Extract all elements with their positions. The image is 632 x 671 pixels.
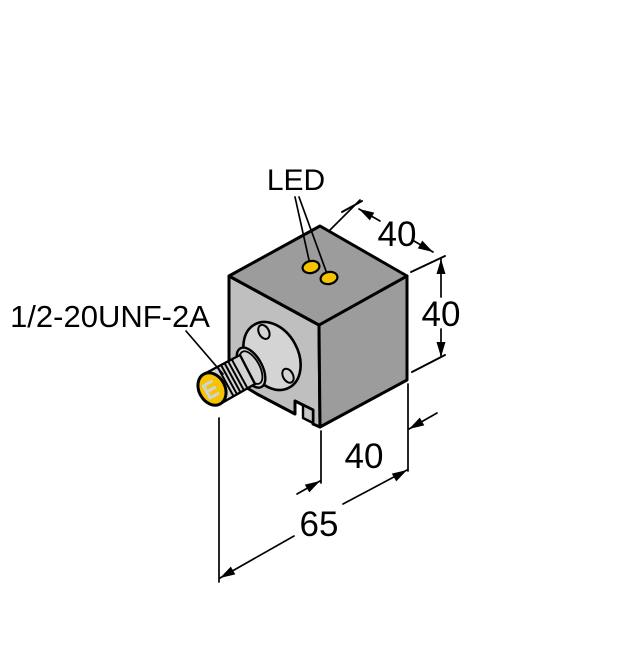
dimension-value: 40 — [345, 437, 384, 476]
dimension-value: 40 — [378, 215, 417, 254]
mounting-notch — [301, 403, 315, 425]
body-top-face — [227, 224, 409, 327]
dimension-arrowhead — [391, 470, 407, 482]
leader-lines — [185, 196, 327, 375]
dimension-value: 65 — [300, 505, 339, 544]
led-indicators — [301, 259, 339, 286]
pin-slot — [201, 384, 212, 400]
dimension-overall-length: 65 — [218, 417, 408, 583]
dimension-arrowhead — [220, 566, 236, 578]
dimension-tick — [341, 200, 363, 213]
thread-spec-label: 1/2-20UNF-2A — [10, 299, 210, 334]
led-leader-line — [294, 196, 310, 261]
dimension-tick — [411, 354, 446, 373]
thread-leader-line — [185, 330, 224, 375]
dimension-height: 40 — [411, 258, 461, 373]
pin-slot — [204, 379, 213, 386]
dimension-arrowhead — [409, 417, 425, 429]
flange-screw-hole — [257, 323, 271, 340]
sensor-body — [227, 224, 409, 429]
dimension-depth: 40 — [296, 383, 438, 495]
pin-slot — [211, 392, 220, 399]
flange-screw-hole — [281, 367, 295, 384]
dimension-value: 40 — [422, 295, 461, 334]
led-indicator-dot — [301, 259, 321, 275]
led-label: LED — [267, 164, 325, 197]
dimension-arrowhead — [417, 240, 433, 252]
dimension-tick — [410, 255, 446, 273]
dimension-top-width: 40 — [329, 199, 446, 273]
dimension-arrowhead — [359, 209, 375, 221]
connector-assembly — [196, 320, 302, 407]
pin-slot — [207, 385, 217, 393]
dimension-arrowhead — [304, 481, 320, 493]
dimension-arrowhead — [436, 259, 446, 274]
dimension-arrowhead — [436, 342, 446, 357]
led-indicator-dot — [319, 270, 339, 286]
led-leader-line — [298, 196, 327, 272]
connector-pin-slots — [201, 379, 220, 400]
